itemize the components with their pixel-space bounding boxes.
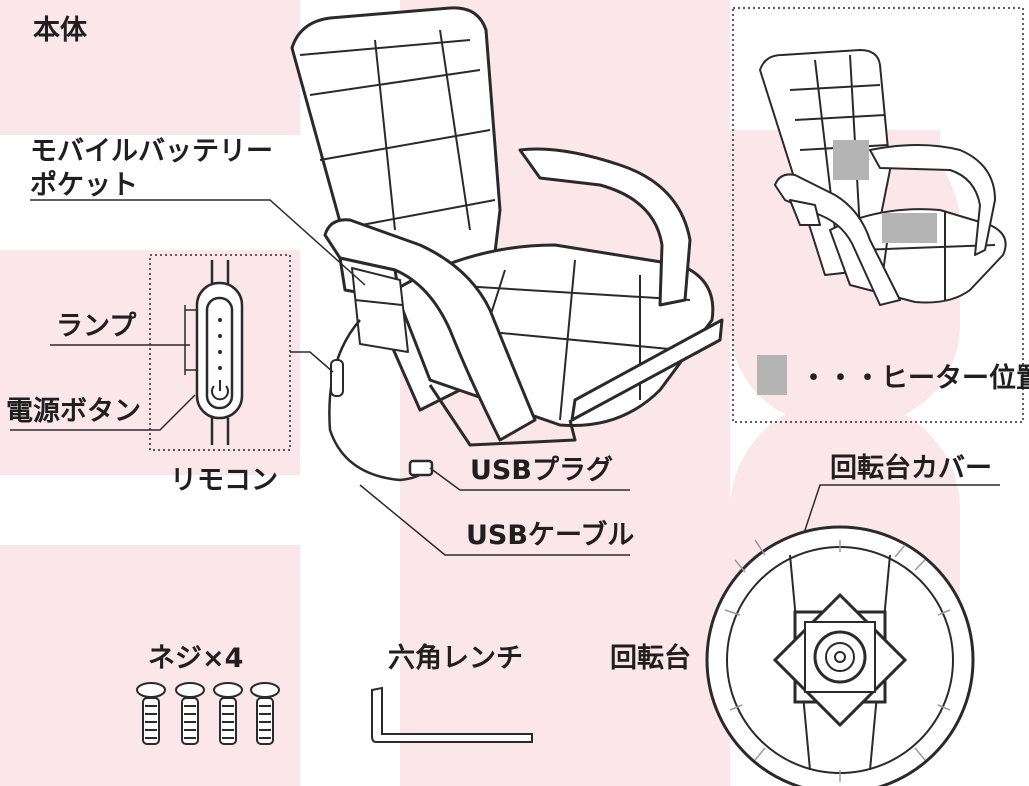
screws-drawing bbox=[136, 682, 280, 745]
heater-legend-label: ・・・ヒーター位置 bbox=[800, 363, 1029, 394]
mini-chair bbox=[759, 49, 1007, 306]
mobile-pocket-line1: モバイルバッテリー bbox=[30, 136, 273, 167]
hex-wrench bbox=[371, 686, 533, 743]
leader-lines bbox=[10, 199, 1000, 556]
power-button-label: 電源ボタン bbox=[6, 396, 141, 427]
hex-wrench-label: 六角レンチ bbox=[388, 643, 523, 674]
cable-remote-small bbox=[330, 359, 344, 397]
power-icon bbox=[211, 380, 229, 401]
swivel-cover-ticks bbox=[724, 539, 951, 782]
usb-plug bbox=[408, 459, 434, 477]
swivel-base bbox=[705, 525, 975, 786]
heater-area-back bbox=[833, 140, 869, 180]
remote-label: リモコン bbox=[170, 465, 278, 496]
screws-label: ネジ×4 bbox=[148, 643, 244, 674]
lamp-label: ランプ bbox=[56, 311, 137, 342]
main-body-label: 本体 bbox=[33, 15, 87, 46]
mobile-pocket-line2: ポケット bbox=[30, 169, 138, 201]
swivel-cover-label: 回転台カバー bbox=[830, 453, 992, 484]
chair-drawing bbox=[290, 6, 724, 447]
heater-legend-swatch bbox=[757, 355, 787, 395]
heater-inset-box bbox=[732, 7, 1024, 423]
heater-area-seat bbox=[882, 213, 937, 243]
usb-plug-label: USBプラグ bbox=[470, 455, 613, 486]
lamp-dot-icon bbox=[218, 318, 222, 370]
mobile-pocket-label: モバイルバッテリー ポケット bbox=[30, 135, 273, 203]
usb-cable-label: USBケーブル bbox=[466, 520, 635, 551]
remote-box bbox=[149, 254, 291, 451]
swivel-base-label: 回転台 bbox=[610, 643, 691, 674]
